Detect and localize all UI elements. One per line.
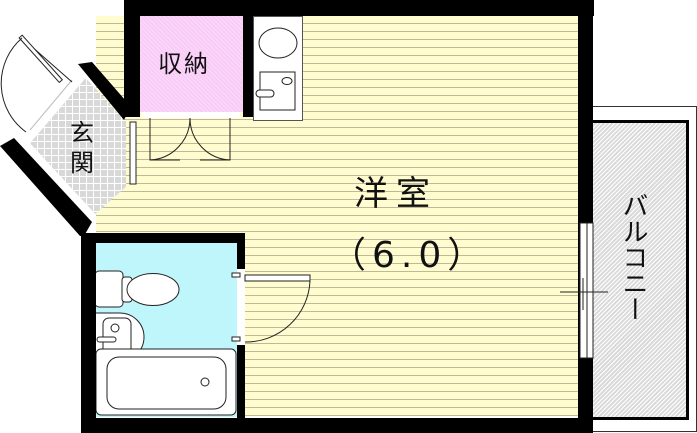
storage-label: 収納 <box>158 50 210 78</box>
western-room-size: （6.0） <box>330 235 490 276</box>
entrance-door-icon <box>0 34 137 185</box>
stove-icon <box>255 71 296 111</box>
balcony-window-icon <box>560 222 608 359</box>
toilet-icon <box>94 270 180 308</box>
sink-icon <box>258 27 298 59</box>
balcony-label: バルコニー <box>618 192 648 322</box>
wall-bath-right <box>237 233 245 273</box>
storage-door-icon <box>142 112 240 161</box>
entrance-label: 玄関 <box>70 119 94 177</box>
western-room-label: 洋室 <box>354 174 438 214</box>
wall-right <box>578 0 593 433</box>
storage-closet <box>140 16 243 112</box>
wall-top <box>124 0 594 16</box>
wall-storage-right <box>243 16 253 117</box>
bathtub-icon <box>95 348 237 416</box>
entrance-walls <box>0 62 132 236</box>
balcony-floor <box>593 120 689 420</box>
wall-bottom <box>81 418 593 433</box>
wall-bath-top <box>81 233 245 243</box>
wall-bath-right-lower <box>237 343 245 418</box>
wall-bath-left <box>81 233 96 433</box>
wall-storage-left <box>124 0 140 117</box>
bathroom-door-icon <box>231 269 311 345</box>
